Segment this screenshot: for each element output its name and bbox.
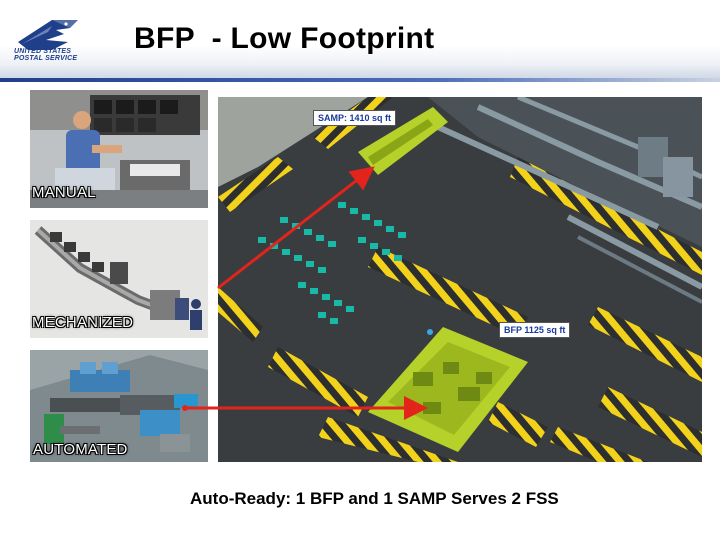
bfp-callout: BFP 1125 sq ft [499,322,570,338]
slide-caption: Auto-Ready: 1 BFP and 1 SAMP Serves 2 FS… [190,489,559,509]
samp-callout: SAMP: 1410 sq ft [313,110,396,126]
manual-to-samp-arrow [218,170,370,288]
arrow-origin-dot [182,405,188,411]
